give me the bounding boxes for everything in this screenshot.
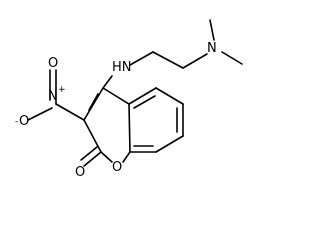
bond-c4-nh: [102, 75, 113, 89]
bond-c4a-c8a: [128, 103, 131, 153]
nitro-o-top-label: O: [48, 56, 58, 71]
bond-ch2-n: [182, 53, 208, 69]
bond-c7-c8: [155, 135, 184, 153]
nitro-n-charge-label: +: [58, 85, 66, 95]
bond-c2-carbonyl-double: [80, 146, 98, 161]
bond-c4a-c5-double: [133, 95, 156, 109]
ring-o-label: O: [112, 160, 122, 175]
bond-nh-ch2: [129, 51, 154, 66]
bond-c2-carbonyl: [83, 151, 102, 167]
pyrone-ring-bonds: [80, 87, 131, 167]
bond-c5-c6: [155, 87, 184, 105]
bond-c4-c3: [83, 87, 104, 121]
bond-c4a-c5: [128, 87, 157, 105]
dimethylamine-n-label: N: [207, 41, 217, 56]
bond-c3-nitro-n: [55, 103, 85, 121]
amine-nh-label: HN: [112, 60, 132, 75]
carbonyl-o-label: O: [75, 165, 85, 180]
nitro-n-label: N: [48, 89, 58, 104]
nitro-o-minus-charge-label: -: [15, 117, 18, 127]
bond-n-methyl-right: [221, 51, 243, 65]
side-chain-bonds: [102, 19, 243, 89]
bond-ch2-ch2: [152, 51, 184, 69]
nitro-o-minus-label: O: [19, 114, 29, 129]
bond-c2-o1: [100, 151, 113, 163]
bond-n-methyl-up: [209, 19, 215, 41]
bond-nitro-n-o-minus: [27, 107, 53, 121]
bond-c4-c4a: [102, 87, 130, 105]
nitro-group-bonds: [27, 69, 85, 121]
chemical-structure-diagram: HN N N + O O - O O: [15, 19, 243, 180]
benzene-ring-bonds: [128, 87, 184, 153]
bond-c3-c2: [83, 119, 102, 153]
atom-labels: HN N N + O O - O O: [15, 41, 217, 180]
bond-o1-c8a: [122, 151, 131, 163]
bond-c4-c3-double: [88, 93, 99, 111]
